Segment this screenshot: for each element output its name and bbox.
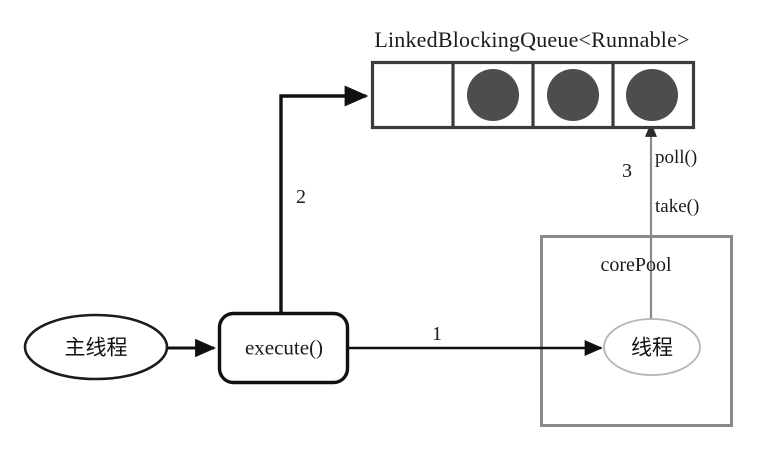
queue-task-circle-4 [626, 69, 678, 121]
main-thread-label: 主线程 [64, 335, 128, 360]
step-label-2: 2 [296, 186, 306, 208]
execute-label: execute() [244, 335, 324, 360]
worker-thread-node [603, 318, 701, 376]
queue-task-circles [467, 69, 678, 121]
queue-title-label: LinkedBlockingQueue<Runnable> [374, 27, 690, 52]
step-label-3: 3 [622, 160, 632, 182]
queue-task-circle-2 [467, 69, 519, 121]
step-label-1: 1 [432, 323, 442, 345]
take-operation-label: take() [655, 196, 700, 217]
poll-operation-label: poll() [655, 147, 698, 168]
edge-execute-to-queue [279, 85, 369, 313]
core-pool-label: corePool [600, 254, 672, 276]
main-thread-node [23, 313, 169, 381]
queue-task-circle-3 [547, 69, 599, 121]
worker-thread-label: 线程 [631, 335, 673, 360]
execute-node [217, 311, 350, 385]
